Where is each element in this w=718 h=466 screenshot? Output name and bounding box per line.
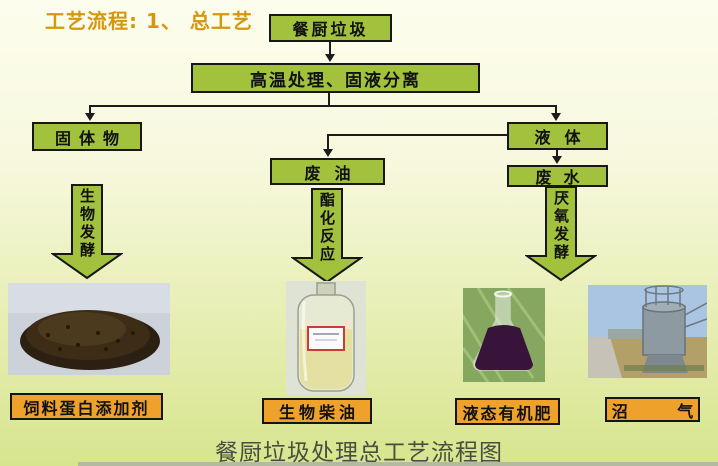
feed-protein-pellets-photo	[8, 283, 170, 375]
down-block-arrow-icon	[291, 188, 363, 284]
arrowhead-icon	[323, 149, 333, 157]
node-waste-oil: 废油	[270, 158, 385, 185]
arrowhead-icon	[552, 156, 562, 164]
process-label: 厌氧发酵	[552, 190, 570, 262]
node-liquid: 液体	[507, 122, 608, 150]
node-solid-matter: 固体物	[32, 122, 142, 151]
arrowhead-icon	[325, 54, 335, 62]
block-arrow-bio-fermentation: 生物发酵	[51, 184, 123, 280]
process-label: 生物发酵	[78, 188, 96, 260]
product-label-liquid-fertilizer: 液态有机肥	[455, 398, 560, 425]
process-label: 酯化反应	[318, 192, 336, 264]
product-label-biodiesel: 生物柴油	[262, 398, 372, 424]
liquid-organic-fertilizer-flask-photo	[463, 288, 545, 382]
product-label-feed-protein: 饲料蛋白添加剂	[10, 393, 163, 420]
block-arrow-anaerobic-fermentation: 厌氧发酵	[525, 186, 597, 282]
block-arrow-esterification: 酯化反应	[291, 188, 363, 284]
slide-bottom-edge	[78, 462, 718, 466]
product-label-biogas: 沼 气	[605, 397, 700, 422]
down-block-arrow-icon	[51, 184, 123, 280]
node-kitchen-waste: 餐厨垃圾	[269, 14, 392, 42]
biogas-plant-photo	[588, 285, 707, 378]
arrowhead-icon	[551, 113, 561, 121]
biodiesel-bottle-photo	[286, 281, 366, 395]
node-high-temp-separation: 高温处理、固液分离	[191, 63, 480, 93]
slide-title: 工艺流程: 1、 总工艺	[45, 9, 253, 33]
diagram-caption: 餐厨垃圾处理总工艺流程图	[215, 440, 503, 466]
down-block-arrow-icon	[525, 186, 597, 282]
node-waste-water: 废水	[507, 165, 608, 187]
arrowhead-icon	[85, 113, 95, 121]
